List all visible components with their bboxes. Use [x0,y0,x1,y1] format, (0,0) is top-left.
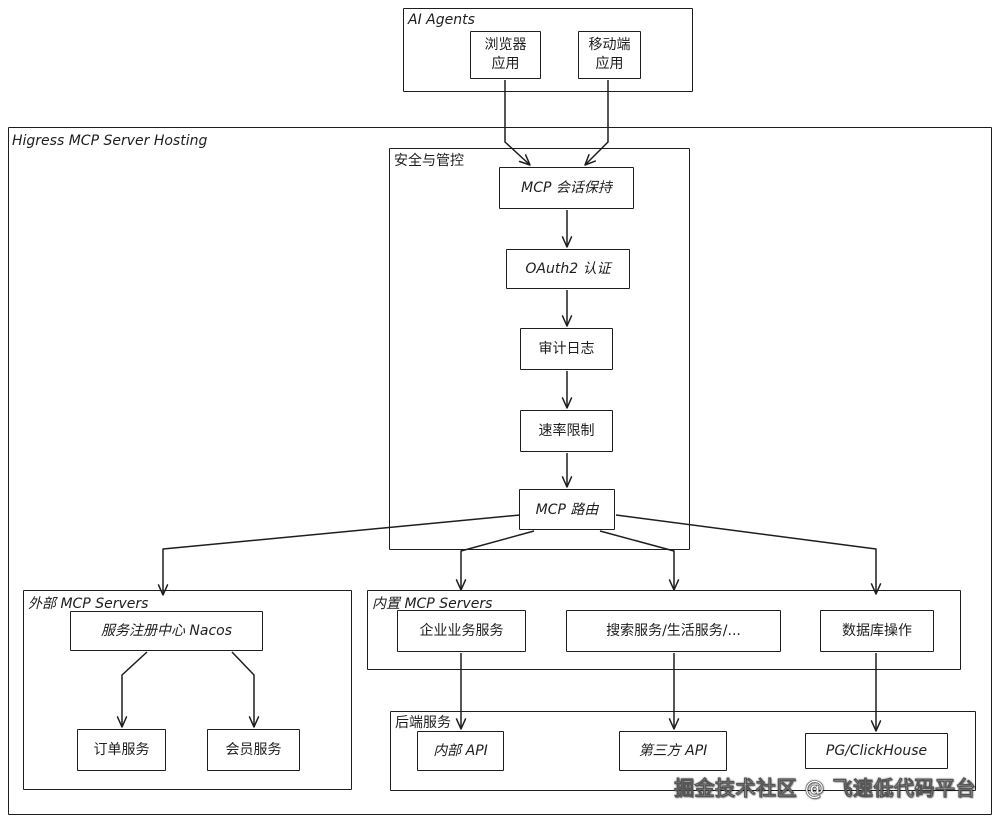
search-service-node[interactable]: 搜索服务/生活服务/... [566,610,781,652]
mobile-app-line1: 移动端 [588,37,631,53]
mobile-app-line2: 应用 [595,56,624,72]
ai-agents-label: AI Agents [408,12,475,28]
browser-app-line1: 浏览器 [484,37,527,53]
browser-app-line2: 应用 [491,56,520,72]
enterprise-service-node[interactable]: 企业业务服务 [397,610,526,652]
backend-label: 后端服务 [395,715,451,731]
pg-clickhouse-node[interactable]: PG/ClickHouse [805,733,948,769]
oauth-to-audit-arrow [561,290,573,327]
security-label: 安全与管控 [394,153,464,169]
search-to-third-arrow [668,653,680,730]
member-service-node[interactable]: 会员服务 [207,729,300,771]
rate-limit-node[interactable]: 速率限制 [520,410,613,452]
database-node[interactable]: 数据库操作 [820,610,934,652]
mcp-router-node[interactable]: MCP 路由 [519,489,615,530]
audit-log-node[interactable]: 审计日志 [520,328,613,370]
third-party-api-node[interactable]: 第三方 API [619,731,727,771]
mobile-app-node[interactable]: 移动端 应用 [578,31,641,79]
database-to-pg-arrow [870,653,882,732]
rate-to-router-arrow [561,453,573,488]
internal-api-node[interactable]: 内部 API [417,731,504,771]
router-to-nacos-arrow [157,514,521,596]
hosting-group [8,127,992,815]
watermark: 掘金技术社区 @ 飞速低代码平台 [674,776,976,801]
session-to-oauth-arrow [561,210,573,248]
browser-to-session-arrow [504,80,531,166]
enterprise-to-internal-arrow [455,653,467,730]
order-service-node[interactable]: 订单服务 [77,729,166,771]
builtin-mcp-group [367,590,961,670]
external-mcp-label: 外部 MCP Servers [28,596,149,612]
mobile-to-session-arrow [584,80,609,166]
security-group [389,148,690,550]
router-to-database-arrow [615,514,882,595]
browser-app-node[interactable]: 浏览器 应用 [470,31,541,79]
audit-to-rate-arrow [561,371,573,409]
backend-group [390,711,976,791]
ai-agents-group [403,8,693,92]
nacos-to-member-arrow [231,651,260,728]
external-mcp-group [23,590,352,790]
session-node[interactable]: MCP 会话保持 [499,167,634,209]
nacos-to-order-arrow [116,651,148,728]
nacos-node[interactable]: 服务注册中心 Nacos [70,611,263,651]
builtin-mcp-label: 内置 MCP Servers [372,596,493,612]
hosting-label: Higress MCP Server Hosting [12,133,208,149]
oauth-node[interactable]: OAuth2 认证 [506,249,630,289]
